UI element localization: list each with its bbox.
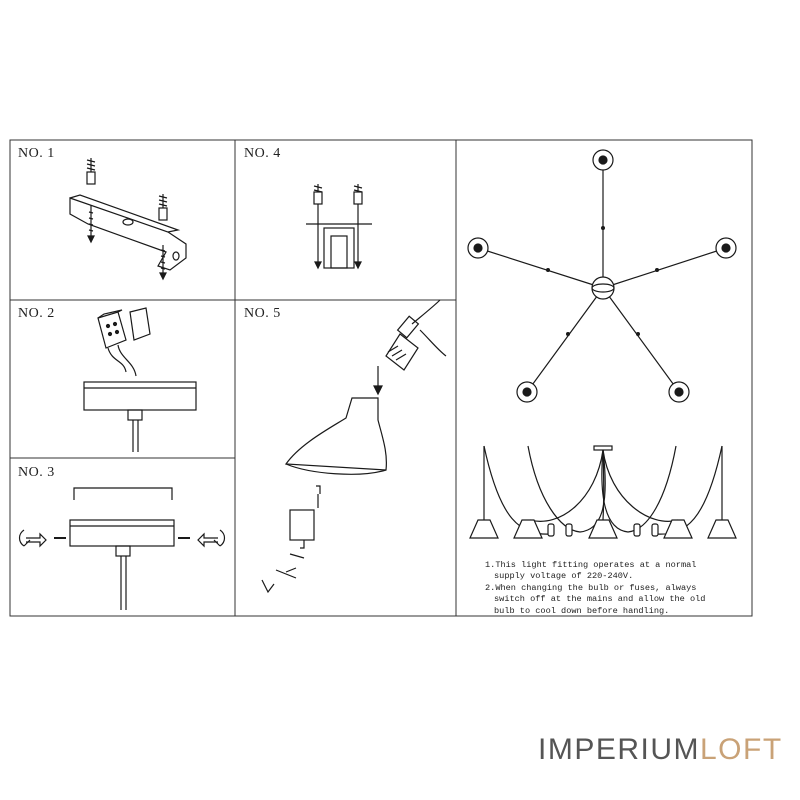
brand-logo-part1: IMPERIUM <box>538 733 700 766</box>
mounting-bracket-drawing <box>69 158 187 281</box>
panel-label-no3: NO. 3 <box>18 465 55 480</box>
lamp-top-icon <box>668 381 690 403</box>
safety-note-voltage: 1.This light fitting operates at a norma… <box>485 560 697 582</box>
panel-label-no2: NO. 2 <box>18 306 55 321</box>
shade-assembly-drawing <box>261 299 447 594</box>
lamp-top-icon <box>592 149 614 171</box>
lamp-top-icon <box>715 237 737 259</box>
chandelier-top-view <box>467 149 737 403</box>
screw-right-icon <box>178 529 226 548</box>
wiring-connector-drawing <box>83 307 197 452</box>
lamp-top-icon <box>467 237 489 259</box>
panel-label-no5: NO. 5 <box>244 306 281 321</box>
bolt-icon <box>159 245 167 281</box>
lamp-top-icon <box>516 381 538 403</box>
panel-label-no1: NO. 1 <box>18 146 55 161</box>
pendant-shade-icon <box>469 519 737 539</box>
chandelier-side-view <box>469 445 737 539</box>
safety-notes: 1.This light fitting operates at a norma… <box>480 560 710 617</box>
brand-logo: IMPERIUMLOFT <box>538 733 783 767</box>
screw-icon <box>86 158 96 185</box>
brand-logo-part2: LOFT <box>700 733 783 766</box>
screw-icon <box>158 194 168 221</box>
bolt-icon <box>87 205 95 244</box>
frame-grid <box>9 139 753 617</box>
panel-label-no4: NO. 4 <box>244 146 281 161</box>
screw-left-icon <box>18 529 66 548</box>
canopy-fixing-drawing <box>18 487 226 610</box>
safety-note-bulb-change: 2.When changing the bulb or fuses, alway… <box>485 582 706 616</box>
bracket-assembly-drawing <box>306 184 372 270</box>
